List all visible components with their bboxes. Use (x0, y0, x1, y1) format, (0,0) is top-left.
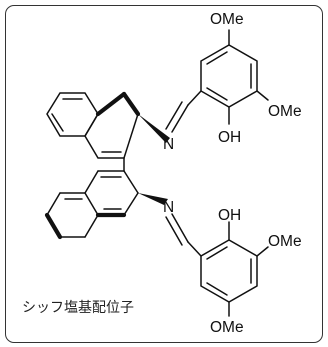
ome-bottom-label: OMe (210, 319, 244, 336)
ome-upper-right-label: OMe (268, 103, 302, 120)
lower-wedge-bond (138, 193, 168, 205)
upper-naphthalene (46, 91, 141, 159)
oh-upper-label: OH (218, 129, 241, 146)
upper-phenol-ring (200, 29, 269, 125)
n-lower-label: N (163, 199, 174, 216)
oh-lower-label: OH (218, 207, 241, 224)
n-upper-label: N (163, 136, 174, 153)
ome-lower-right-label: OMe (268, 233, 302, 250)
lower-phenol-ring (200, 221, 269, 317)
upper-imine-arm (165, 90, 202, 133)
figure-frame (5, 5, 323, 343)
upper-wedge-bond (138, 114, 170, 143)
lower-naphthalene (44, 170, 139, 240)
lower-imine-arm (165, 213, 202, 257)
caption-label: シッフ塩基配位子 (22, 299, 134, 316)
ome-top-label: OMe (210, 11, 244, 28)
